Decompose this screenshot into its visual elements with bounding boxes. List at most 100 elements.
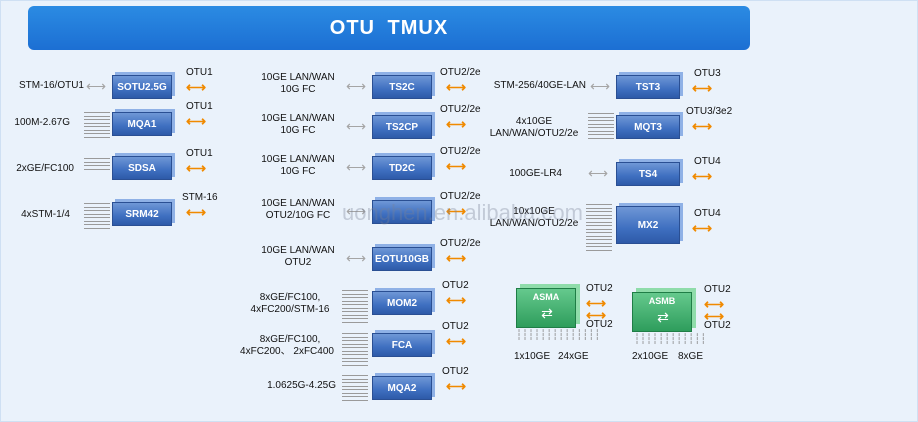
gray-arrow-icon: ⟷ (346, 118, 367, 134)
output-label: OTU1 (186, 67, 213, 78)
output-label: OTU3/3e2 (686, 106, 733, 117)
output-label: OTU2/2e (440, 67, 481, 78)
input-label: 24xGE (558, 351, 589, 362)
module-fca: FCA (372, 333, 432, 357)
output-label: OTU1 (186, 101, 213, 112)
multi-lane-icon (342, 290, 368, 325)
multi-lane-icon (84, 112, 110, 140)
orange-arrow-icon: ⟷ (186, 160, 207, 176)
input-label: 10G FC (280, 125, 316, 136)
orange-arrow-icon: ⟷ (446, 203, 467, 219)
module-unlabeled (372, 200, 432, 224)
input-label: 4x10GE (515, 116, 553, 127)
switch-cross-icon: ⇄ (541, 305, 553, 321)
module-mom2: MOM2 (372, 291, 432, 315)
orange-arrow-icon: ⟷ (692, 118, 713, 134)
input-label: 2x10GE (632, 351, 669, 362)
output-label: OTU4 (694, 208, 721, 219)
output-label: OTU2 (442, 321, 469, 332)
orange-arrow-icon: ⟷ (586, 307, 607, 323)
output-label: OTU2 (704, 320, 731, 331)
input-label: 8xGE/FC100, (259, 334, 321, 345)
output-label: OTU2 (586, 319, 613, 330)
gray-arrow-icon: ⟷ (86, 78, 107, 94)
orange-arrow-icon: ⟷ (446, 158, 467, 174)
output-label: STM-16 (182, 192, 218, 203)
multi-lane-icon (342, 333, 368, 368)
module-ts4: TS4 (616, 162, 680, 186)
multi-lane-icon (586, 204, 612, 253)
output-label: OTU2/2e (440, 146, 481, 157)
orange-arrow-icon: ⟷ (692, 80, 713, 96)
page-title: OTU TMUX (28, 6, 750, 50)
port-ticks-icon: ┆┆┆┆┆┆┆┆┆┆┆┆┆┆ (516, 330, 601, 341)
output-label: OTU2 (442, 366, 469, 377)
gray-arrow-icon: ⟷ (590, 78, 611, 94)
input-label: LAN/WAN/OTU2/2e (489, 218, 579, 229)
output-label: OTU2/2e (440, 191, 481, 202)
output-label: OTU2/2e (440, 104, 481, 115)
output-label: OTU2 (586, 283, 613, 294)
orange-arrow-icon: ⟷ (446, 378, 467, 394)
orange-arrow-icon: ⟷ (446, 292, 467, 308)
orange-arrow-icon: ⟷ (704, 296, 725, 312)
module-sotu2-5g: SOTU2.5G (112, 75, 172, 99)
input-label: 10G FC (280, 84, 316, 95)
module-sdsa: SDSA (112, 156, 172, 180)
input-label: 8xGE (678, 351, 704, 362)
module-asmb-label: ASMB (648, 296, 676, 306)
switch-cross-icon: ⇄ (657, 309, 669, 325)
module-asmb: ASMB ⇄ (632, 292, 692, 332)
multi-lane-icon (84, 158, 110, 172)
input-label: 100M-2.67G (14, 117, 70, 128)
orange-arrow-icon: ⟷ (446, 79, 467, 95)
gray-arrow-icon: ⟷ (346, 159, 367, 175)
input-label: OTU2/10G FC (265, 210, 331, 221)
input-label: 10GE LAN/WAN (261, 154, 335, 165)
orange-arrow-icon: ⟷ (446, 116, 467, 132)
module-asma: ASMA ⇄ (516, 288, 576, 328)
input-label: 4xFC200、 2xFC400 (240, 346, 334, 357)
input-label: 10GE LAN/WAN (261, 198, 335, 209)
input-label: 8xGE/FC100, (259, 292, 321, 303)
input-label: 1.0625G-4.25G (267, 380, 336, 391)
module-asma-label: ASMA (532, 292, 560, 302)
output-label: OTU2/2e (440, 238, 481, 249)
orange-arrow-icon: ⟷ (692, 220, 713, 236)
orange-arrow-icon: ⟷ (446, 250, 467, 266)
orange-arrow-icon: ⟷ (186, 79, 207, 95)
gray-arrow-icon: ⟷ (346, 250, 367, 266)
input-label: LAN/WAN/OTU2/2e (489, 128, 579, 139)
output-label: OTU1 (186, 148, 213, 159)
orange-arrow-icon: ⟷ (586, 295, 607, 311)
module-mqt3: MQT3 (616, 115, 680, 139)
orange-arrow-icon: ⟷ (186, 204, 207, 220)
input-label: 10GE LAN/WAN (261, 245, 335, 256)
module-td2c: TD2C (372, 156, 432, 180)
gray-arrow-icon: ⟷ (346, 203, 367, 219)
orange-arrow-icon: ⟷ (704, 308, 725, 324)
multi-lane-icon (84, 203, 110, 231)
module-srm42: SRM42 (112, 202, 172, 226)
port-ticks-icon: ┆┆┆┆┆┆┆┆┆┆┆┆ (634, 334, 707, 345)
input-label: 10x10GE (513, 206, 555, 217)
multi-lane-icon (588, 113, 614, 141)
output-label: OTU2 (704, 284, 731, 295)
gray-arrow-icon: ⟷ (588, 165, 609, 181)
module-tst3: TST3 (616, 75, 680, 99)
input-label: STM-16/OTU1 (18, 80, 84, 91)
input-label: 1x10GE (514, 351, 551, 362)
orange-arrow-icon: ⟷ (186, 113, 207, 129)
module-mqa2: MQA2 (372, 376, 432, 400)
module-ts2c: TS2C (372, 75, 432, 99)
input-label: 4xSTM-1/4 (21, 209, 70, 220)
multi-lane-icon (342, 375, 368, 403)
orange-arrow-icon: ⟷ (446, 333, 467, 349)
output-label: OTU3 (694, 68, 721, 79)
module-mx2: MX2 (616, 206, 680, 244)
input-label: 100GE-LR4 (509, 168, 562, 179)
output-label: OTU2 (442, 280, 469, 291)
input-label: STM-256/40GE-LAN (493, 80, 586, 91)
watermark: uonghen.en.alibaba.com (342, 200, 583, 225)
